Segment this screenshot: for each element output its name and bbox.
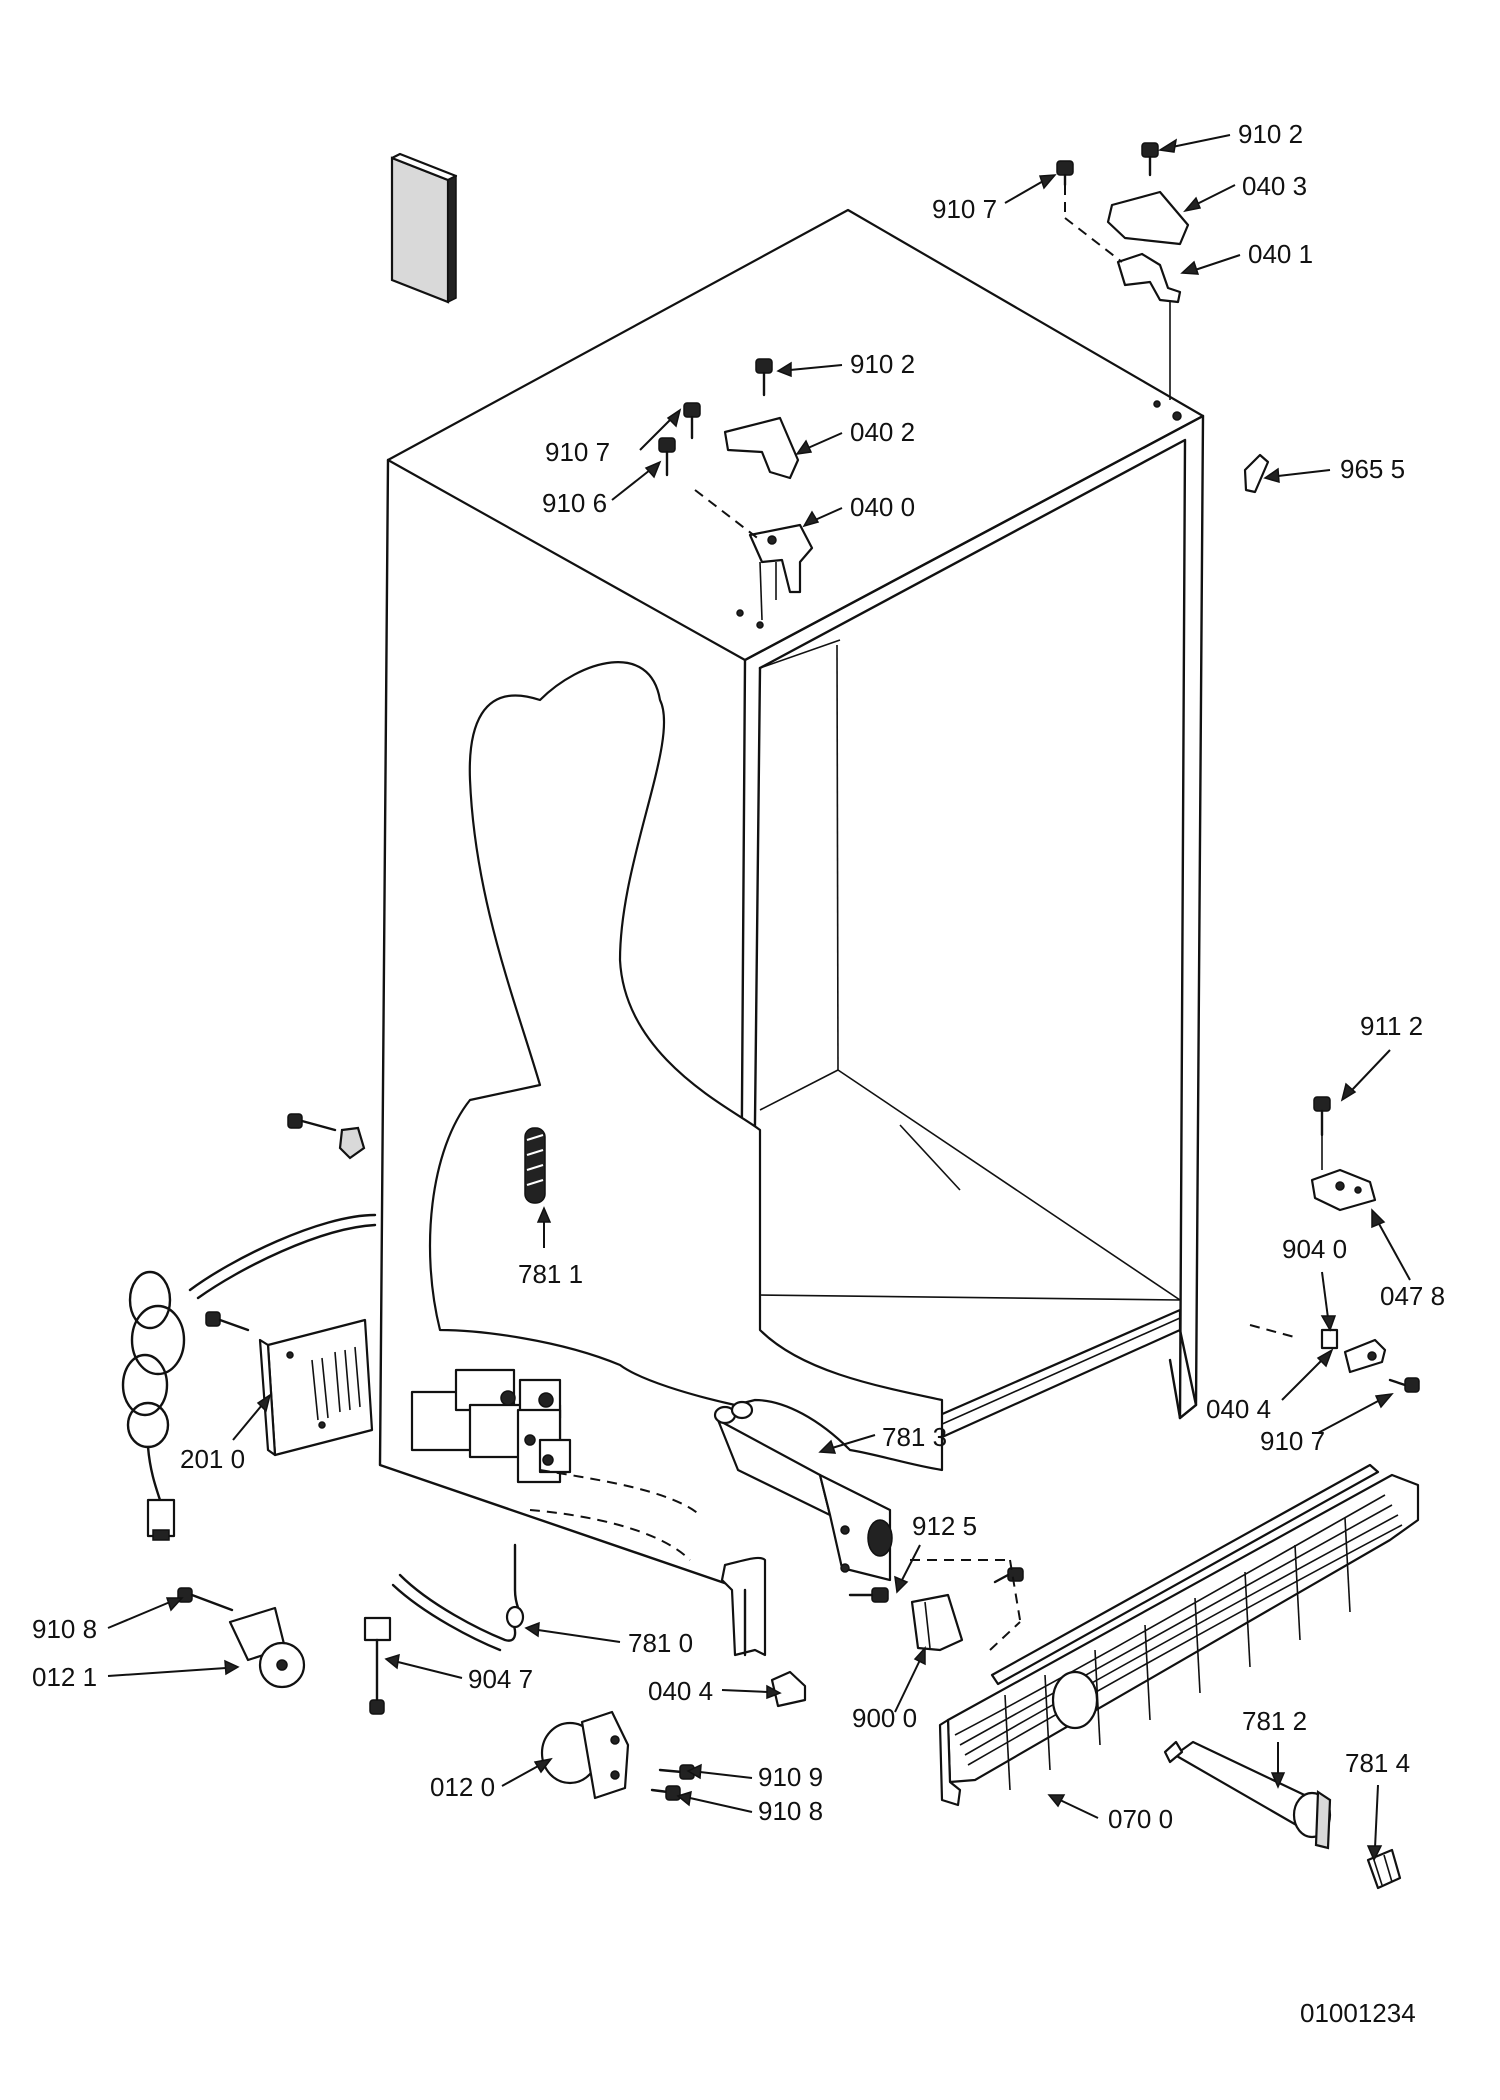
label-781-2: 781 2 <box>1242 1706 1307 1736</box>
label-910-7-right: 910 7 <box>1260 1426 1325 1456</box>
screw-910-6 <box>658 437 676 477</box>
upper-right-hinge <box>1064 185 1190 400</box>
label-040-4-right: 040 4 <box>1206 1394 1271 1424</box>
cutaway-compartment <box>410 661 944 1561</box>
clip-904-7 <box>363 1616 392 1715</box>
bracket-040-4-bottom <box>770 1670 807 1708</box>
drain-pan <box>720 1556 767 1657</box>
drain-tube-781-3 <box>713 1400 893 1582</box>
label-201-0: 201 0 <box>180 1444 245 1474</box>
upper-left-hinge <box>694 416 814 621</box>
hinge-pin-cover <box>1243 453 1270 494</box>
roller-012-1 <box>177 1587 306 1689</box>
label-012-1: 012 1 <box>32 1662 97 1692</box>
base-grille <box>938 1463 1420 1807</box>
relay-assembly <box>410 1368 572 1484</box>
label-047-8: 047 8 <box>1380 1281 1445 1311</box>
label-912-5: 912 5 <box>912 1511 977 1541</box>
label-904-0: 904 0 <box>1282 1234 1347 1264</box>
screw-910-2-mid <box>755 358 773 397</box>
label-910-6: 910 6 <box>542 488 607 518</box>
label-781-1: 781 1 <box>518 1259 583 1289</box>
label-910-8-bottom: 910 8 <box>758 1796 823 1826</box>
screw-910-8-bottom <box>650 1785 681 1801</box>
tube-781-0 <box>391 1543 525 1652</box>
label-911-2: 911 2 <box>1360 1011 1423 1041</box>
screw-911-2 <box>1313 1096 1331 1170</box>
screw-910-2-top <box>1141 142 1159 177</box>
label-070-0: 070 0 <box>1108 1804 1173 1834</box>
water-filter <box>1163 1740 1332 1850</box>
label-040-4-bottom: 040 4 <box>648 1676 713 1706</box>
screw-912-5 <box>848 1587 889 1603</box>
label-910-7-top: 910 7 <box>932 194 997 224</box>
control-box <box>205 1311 374 1457</box>
label-900-0: 900 0 <box>852 1703 917 1733</box>
cabinet-body <box>378 208 1205 1592</box>
hinge-bracket-040-4-right <box>1249 1324 1387 1374</box>
label-904-7: 904 7 <box>468 1664 533 1694</box>
label-910-7-mid: 910 7 <box>545 437 610 467</box>
label-781-4: 781 4 <box>1345 1748 1410 1778</box>
label-781-0: 781 0 <box>628 1628 693 1658</box>
power-cord <box>121 1213 377 1541</box>
screw-910-7-mid <box>683 402 701 440</box>
label-910-9: 910 9 <box>758 1762 823 1792</box>
label-040-0: 040 0 <box>850 492 915 522</box>
label-040-1: 040 1 <box>1248 239 1313 269</box>
label-910-8-left: 910 8 <box>32 1614 97 1644</box>
label-965-5: 965 5 <box>1340 454 1405 484</box>
screw-910-7-right <box>1388 1377 1420 1393</box>
label-781-3: 781 3 <box>882 1422 947 1452</box>
label-040-2: 040 2 <box>850 417 915 447</box>
screw-910-7-top <box>1056 160 1074 187</box>
label-040-3: 040 3 <box>1242 171 1307 201</box>
label-910-2-top: 910 2 <box>1238 119 1303 149</box>
manual-booklet <box>390 152 458 304</box>
bracket-900-0 <box>910 1559 1024 1652</box>
roller-012-0 <box>540 1710 630 1800</box>
screw-left-upper <box>287 1113 366 1160</box>
leader-lines <box>107 134 1411 1862</box>
lower-hinge-bracket <box>1310 1168 1377 1212</box>
diagram-id: 01001234 <box>1300 1998 1416 2028</box>
label-012-0: 012 0 <box>430 1772 495 1802</box>
label-910-2-mid: 910 2 <box>850 349 915 379</box>
filter-cap <box>1366 1848 1402 1890</box>
callout-labels: 910 2 910 7 040 3 040 1 910 2 910 7 040 … <box>32 119 1445 2028</box>
coiled-tube <box>524 1127 546 1204</box>
